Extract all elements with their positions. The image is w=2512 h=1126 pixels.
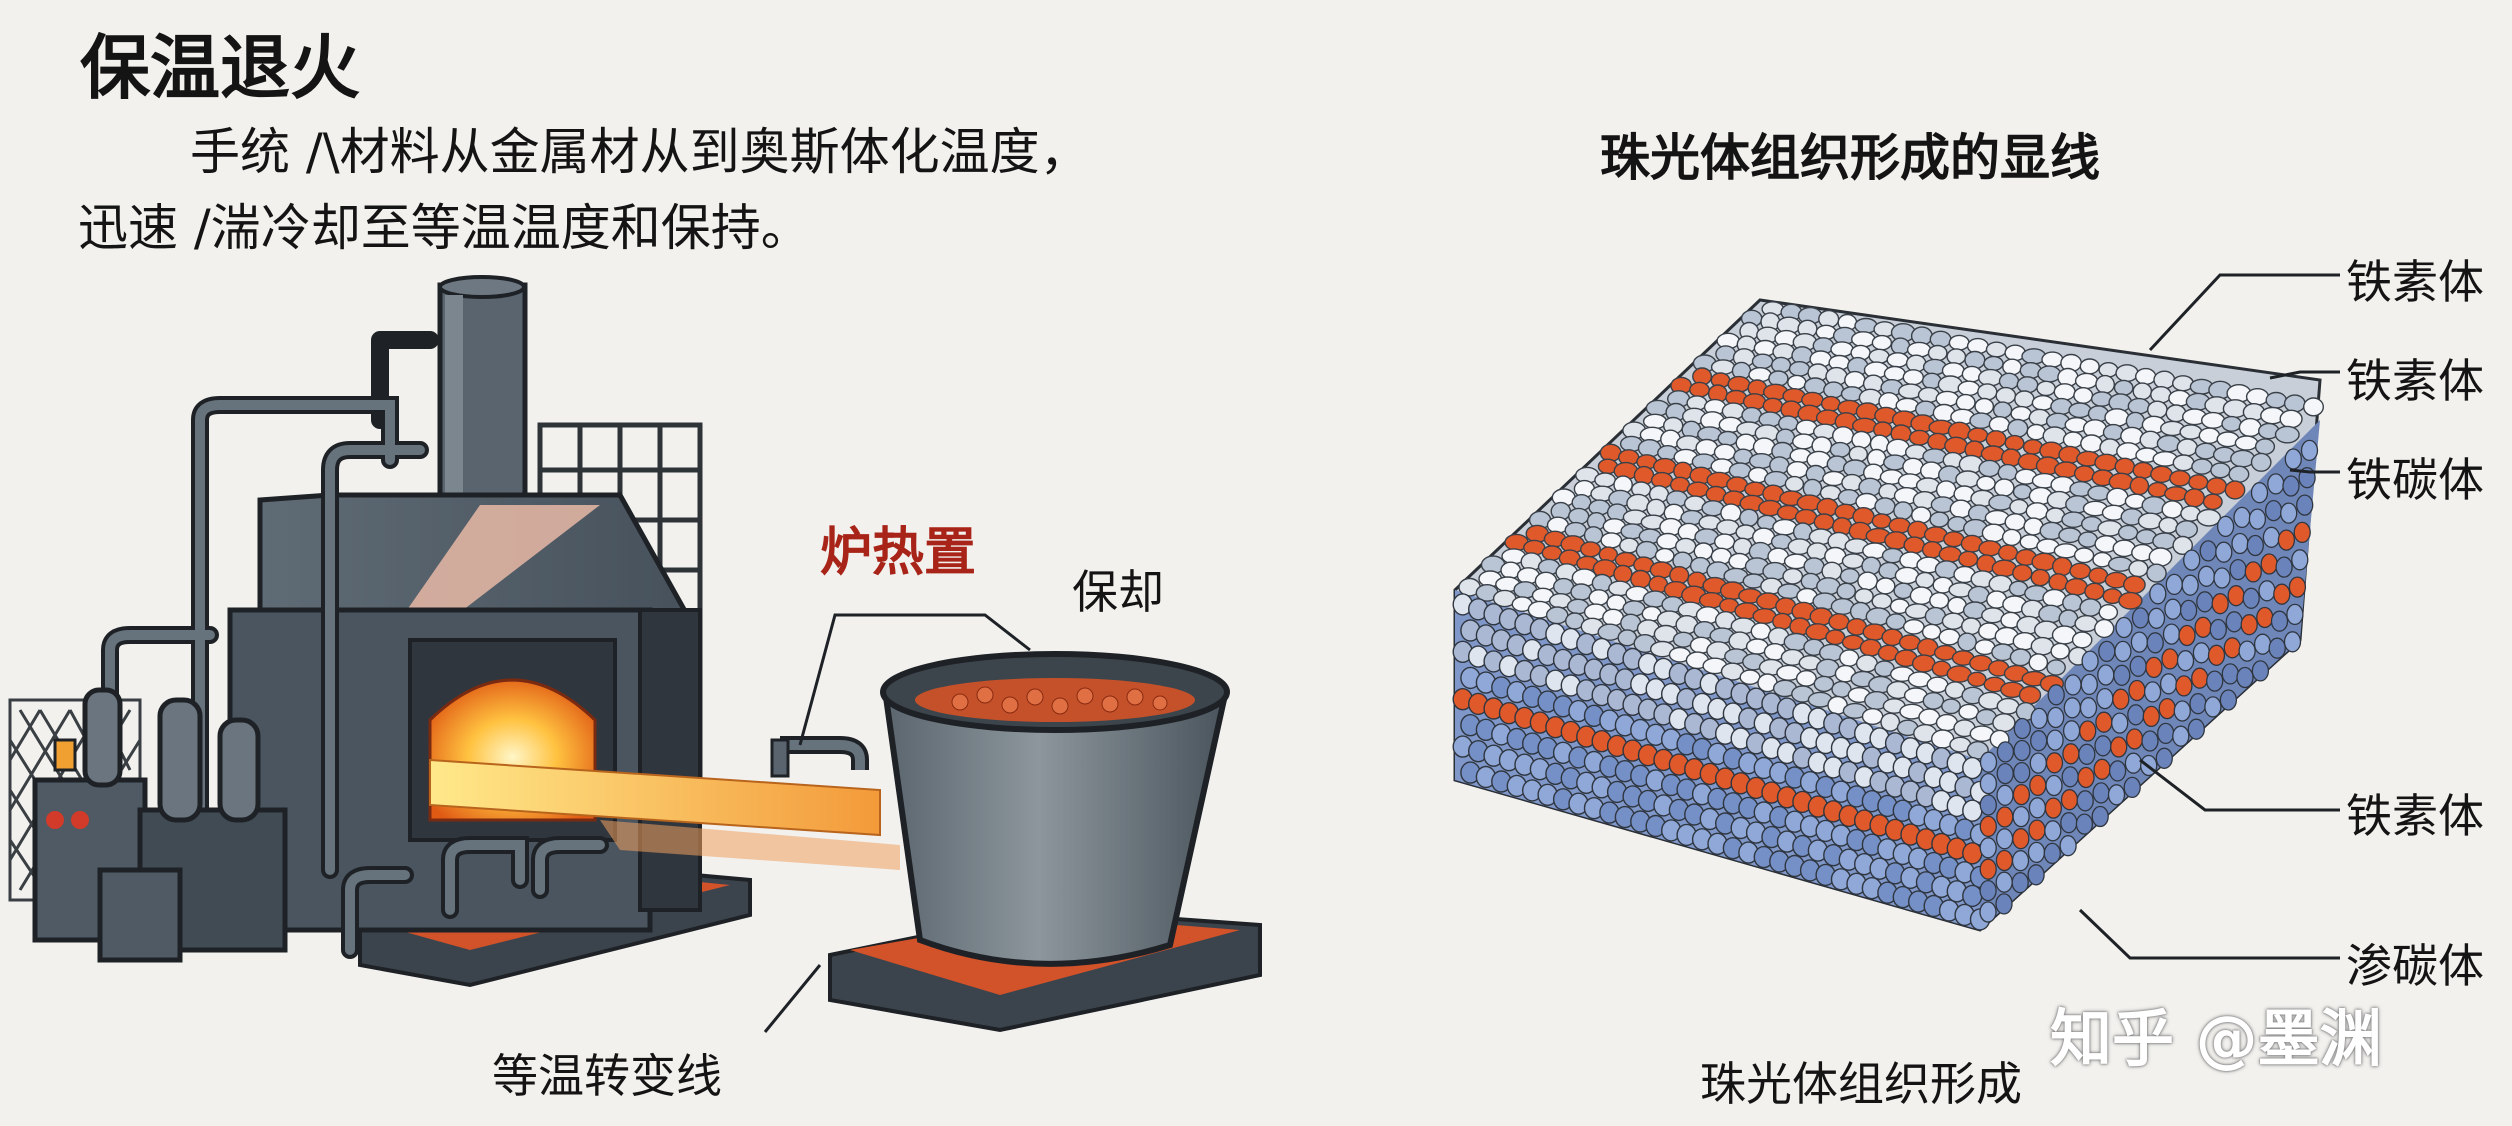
label-ferrite-3: 铁素体	[2346, 789, 2484, 843]
description-line-1: 手统 /\材料从金属材从到奥斯体化温度，	[190, 123, 1090, 181]
page-title: 保温退火	[80, 27, 360, 109]
pearlite-caption: 珠光体组织形成	[1700, 1057, 2022, 1111]
leader-lines-right	[2078, 273, 2340, 960]
pearlite-block	[1452, 298, 2324, 932]
watermark: 知乎 @墨渊	[2050, 1002, 2382, 1075]
holding-label: 保却	[1072, 565, 1164, 619]
annealing-furnace	[8, 275, 900, 988]
holding-pot	[770, 651, 1262, 1033]
label-ferrite-2: 铁素体	[2346, 354, 2484, 408]
isothermal-line-label: 等温转变线	[492, 1049, 722, 1103]
heated-bar	[429, 758, 881, 837]
label-cementite: 渗碳体	[2346, 939, 2484, 993]
label-iron-carbide: 铁碳体	[2346, 453, 2484, 507]
pearlite-title: 珠光体组织形成的显线	[1600, 129, 2100, 187]
gas-cylinder	[157, 697, 203, 823]
leader-lines-left	[763, 613, 1031, 1033]
heating-label: 炉热置	[820, 523, 977, 583]
description-line-2: 迅速 /湍冷却至等温温度和保持。	[78, 199, 811, 257]
label-ferrite-1: 铁素体	[2346, 255, 2484, 309]
